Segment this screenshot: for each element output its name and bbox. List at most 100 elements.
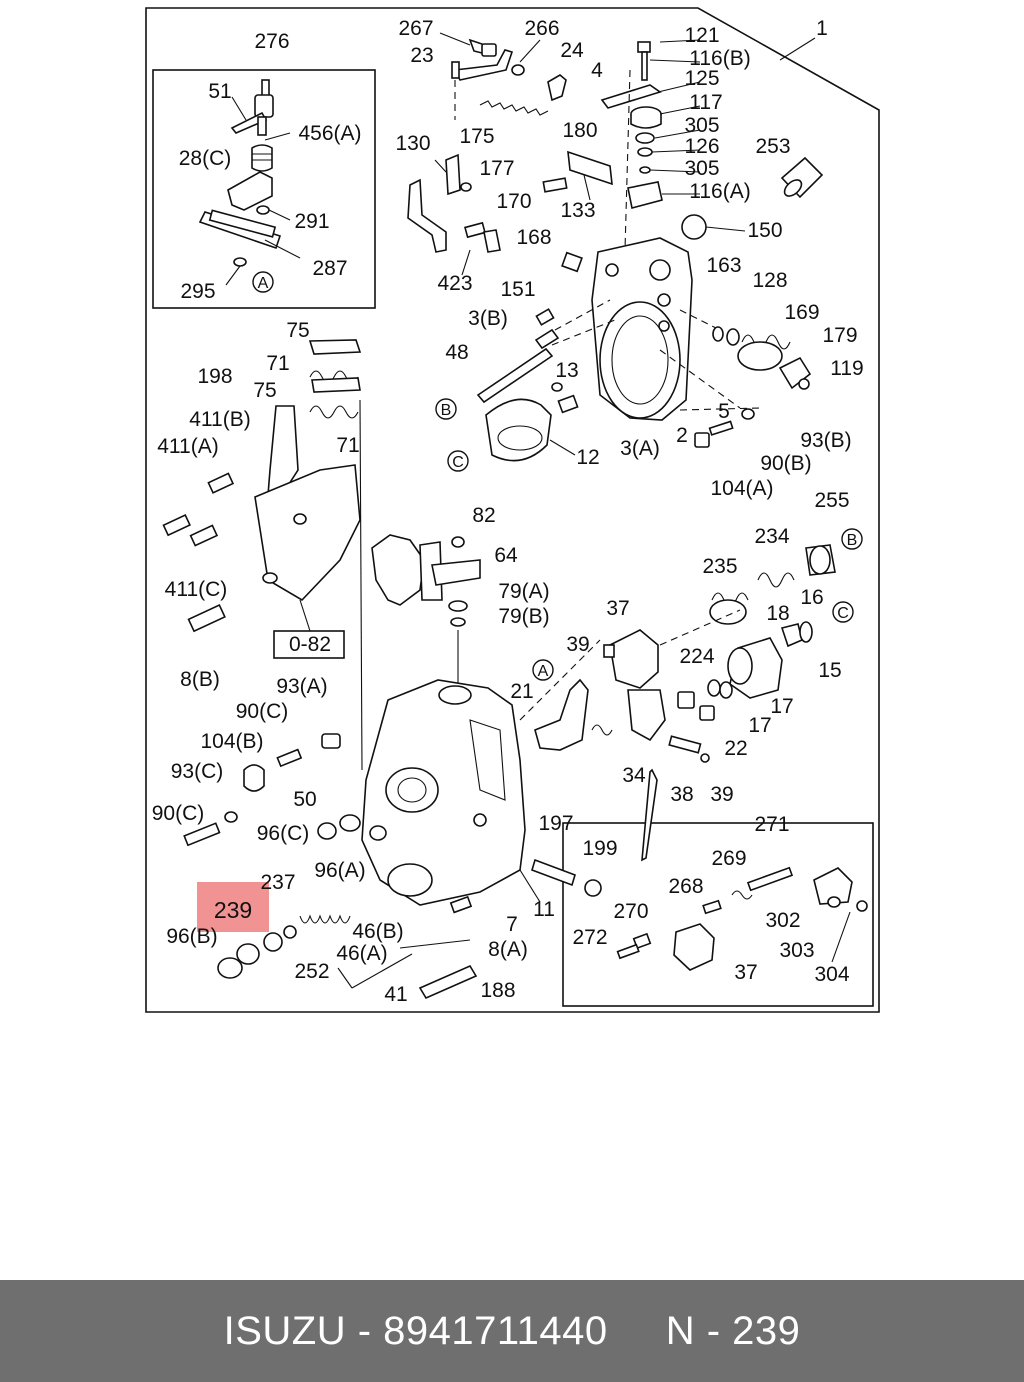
part-label-253: 253 xyxy=(755,135,790,158)
part-label-17b: 17 xyxy=(748,714,771,737)
part-label-119: 119 xyxy=(830,357,863,380)
part-label-271: 271 xyxy=(754,813,789,836)
diagram-frame xyxy=(145,7,880,1013)
part-label-75b: 75 xyxy=(253,379,276,402)
part-label-234: 234 xyxy=(754,525,789,548)
part-label-93c: 93(C) xyxy=(171,760,224,783)
ref-marker-c1: C xyxy=(447,450,469,472)
part-label-5: 5 xyxy=(718,400,730,423)
ref-marker-a1: A xyxy=(252,271,274,293)
part-label-21: 21 xyxy=(510,680,533,703)
pump-body-7 xyxy=(361,639,601,906)
part-label-4: 4 xyxy=(591,59,603,82)
part-label-170: 170 xyxy=(496,190,531,213)
ref-marker-c2: C xyxy=(832,601,854,623)
part-label-93a: 93(A) xyxy=(276,675,327,698)
ref-marker-b2: B xyxy=(841,528,863,550)
part-label-237: 237 xyxy=(260,871,295,894)
part-label-304: 304 xyxy=(814,963,849,986)
inset-box-options xyxy=(562,822,874,1007)
timer-piston-parts xyxy=(659,544,836,699)
part-label-8a: 8(A) xyxy=(488,938,528,961)
pin-197-parts xyxy=(449,858,602,914)
footer-bar: ISUZU - 8941711440 N - 239 xyxy=(0,1280,1024,1382)
part-label-180: 180 xyxy=(562,119,597,142)
exploded-parts-diagram: 2 39 xyxy=(145,7,880,1013)
part-label-169: 169 xyxy=(784,301,819,324)
part-label-93b: 93(B) xyxy=(800,429,851,452)
part-label-287: 287 xyxy=(312,257,347,280)
part-label-46a: 46(A) xyxy=(336,942,387,965)
part-label-11: 11 xyxy=(533,898,555,921)
part-label-224: 224 xyxy=(679,645,714,668)
part-label-41: 41 xyxy=(384,983,407,1006)
part-label-1: 1 xyxy=(816,17,828,40)
part-label-51: 51 xyxy=(208,80,231,103)
part-label-48: 48 xyxy=(445,341,468,364)
part-label-456a: 456(A) xyxy=(298,122,361,145)
footer-ref-number: 239 xyxy=(732,1308,801,1353)
footer-gap xyxy=(608,1309,666,1354)
part-label-268: 268 xyxy=(668,875,703,898)
part-label-130: 130 xyxy=(395,132,430,155)
part-label-168: 168 xyxy=(516,226,551,249)
part-label-37a: 37 xyxy=(606,597,629,620)
part-label-3b: 3(B) xyxy=(468,307,508,330)
part-label-305b: 305 xyxy=(684,157,719,180)
footer-separator: - xyxy=(346,1308,384,1353)
timer-lever-parts xyxy=(534,629,715,862)
part-label-197: 197 xyxy=(538,812,573,835)
part-label-39a: 39 xyxy=(566,633,589,656)
part-label-198: 198 xyxy=(197,365,232,388)
ref-marker-letter: B xyxy=(441,402,452,419)
part-label-39b: 39 xyxy=(710,783,733,806)
governor-housing xyxy=(591,237,741,421)
part-label-90c1: 90(C) xyxy=(236,700,289,723)
part-label-79b: 79(B) xyxy=(498,605,549,628)
part-label-24: 24 xyxy=(560,39,584,62)
part-label-116a: 116(A) xyxy=(689,180,750,203)
part-label-18: 18 xyxy=(766,602,789,625)
inset-link-parts xyxy=(198,79,301,286)
part-label-71b: 71 xyxy=(336,434,359,457)
highlight-box-239 xyxy=(197,882,269,932)
part-label-13: 13 xyxy=(555,359,578,382)
part-label-117: 117 xyxy=(689,91,722,114)
part-label-188: 188 xyxy=(480,979,515,1002)
part-label-8b: 8(B) xyxy=(180,668,220,691)
plug-150 xyxy=(681,214,746,240)
lever-plate-198 xyxy=(162,339,363,771)
part-label-269: 269 xyxy=(711,847,746,870)
shaft-parts xyxy=(476,299,616,404)
part-label-34: 34 xyxy=(622,764,646,787)
lever-64 xyxy=(371,534,481,690)
part-label-75a: 75 xyxy=(286,319,309,342)
ref-marker-letter: C xyxy=(837,605,849,622)
part-label-411a: 411(A) xyxy=(157,435,218,458)
governor-stack-parts xyxy=(600,39,701,251)
ref-marker-letter: B xyxy=(847,532,858,549)
ref-marker-letter: C xyxy=(452,454,464,471)
part-label-96c: 96(C) xyxy=(257,822,310,845)
part-label-104b: 104(B) xyxy=(200,730,263,753)
part-label-272: 272 xyxy=(572,926,607,949)
part-label-2: 2 xyxy=(676,424,688,447)
footer-part-number: 8941711440 xyxy=(383,1308,608,1353)
highlight-label-239: 239 xyxy=(214,897,252,923)
part-label-15: 15 xyxy=(818,659,841,682)
part-label-128: 128 xyxy=(752,269,787,292)
part-label-255: 255 xyxy=(814,489,849,512)
part-label-082: 0-82 xyxy=(289,633,331,656)
part-label-163: 163 xyxy=(706,254,741,277)
part-label-90b: 90(B) xyxy=(760,452,811,475)
ref-marker-letter: A xyxy=(258,275,269,292)
part-label-12: 12 xyxy=(576,446,599,469)
part-label-295: 295 xyxy=(180,280,215,303)
part-label-266: 266 xyxy=(524,17,559,40)
part-label-411c: 411(C) xyxy=(165,578,228,601)
part-label-252: 252 xyxy=(294,960,329,983)
part-label-150: 150 xyxy=(747,219,782,242)
part-label-305a: 305 xyxy=(684,114,719,137)
